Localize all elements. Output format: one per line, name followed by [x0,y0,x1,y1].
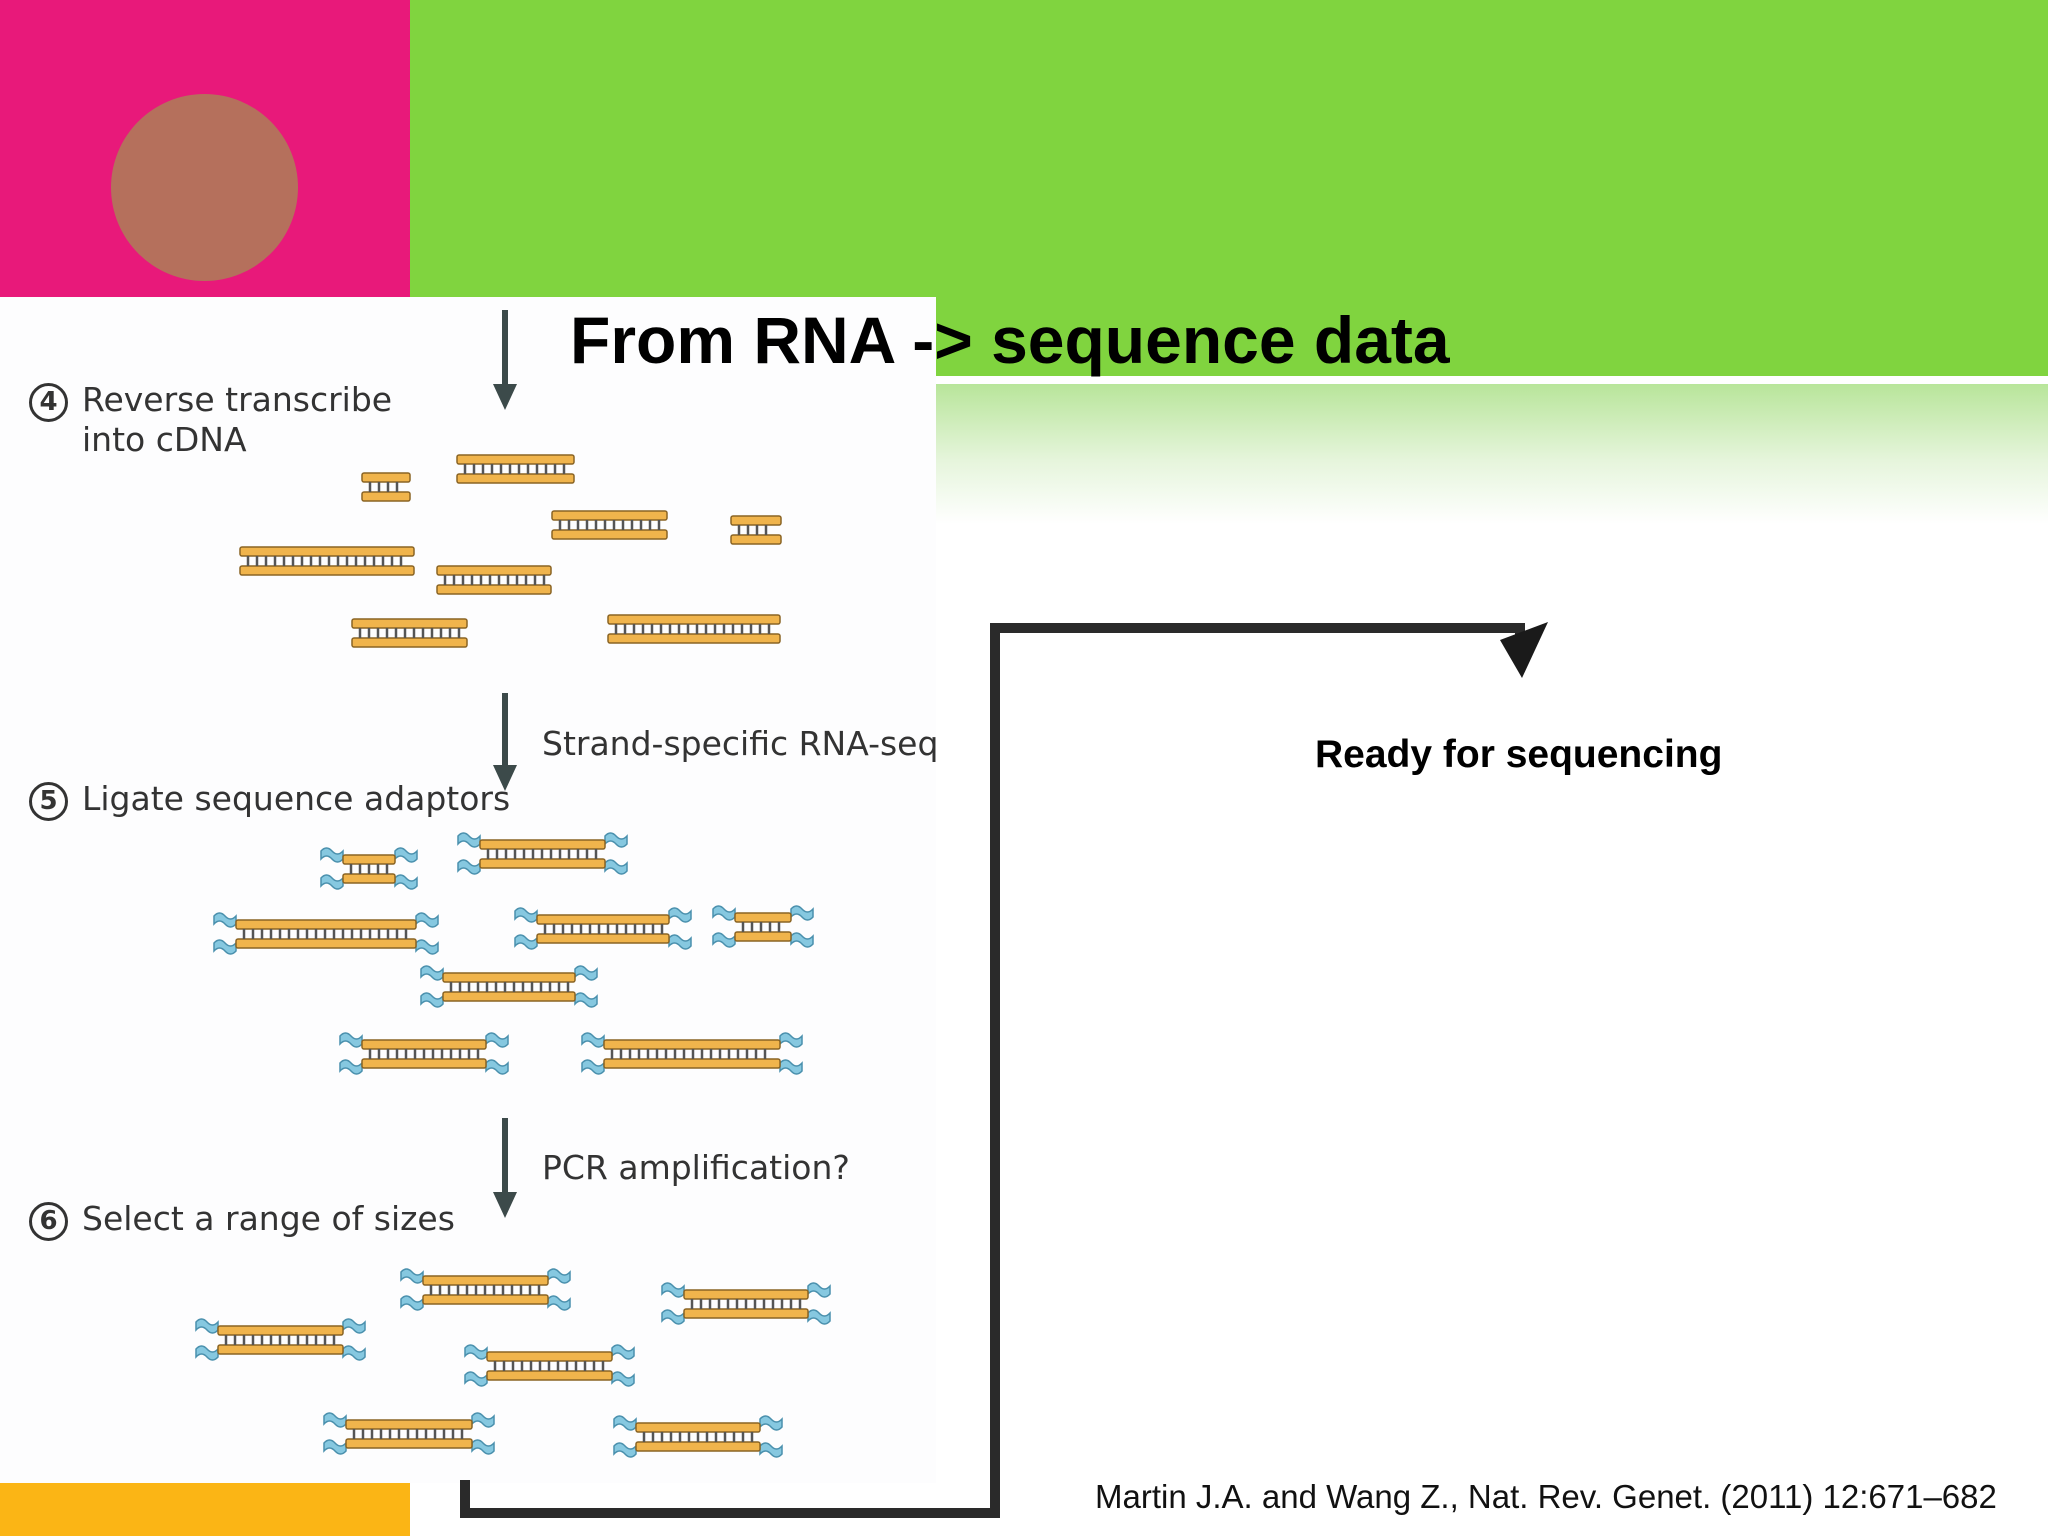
cdna-fragment-step4 [730,515,782,545]
cdna-fragment-step4 [361,472,411,502]
ready-for-sequencing-label: Ready for sequencing [1315,733,1723,776]
pcr-amplification-label: PCR amplification? [542,1148,850,1187]
step-5-label: Ligate sequence adaptors [82,779,511,818]
flow-connector-arrow [460,622,1548,1518]
size-selected-fragment-step6 [400,1268,571,1311]
cdna-fragment-step4 [456,454,575,484]
step-4-label-line2: into cDNA [82,420,247,459]
step-4-label-line1: Reverse transcribe [82,380,393,419]
green-gradient-fade [936,384,2048,524]
cdna-fragment-step4 [607,614,781,644]
adapted-fragment-step5 [213,912,439,955]
strand-specific-label: Strand-specific RNA-seq? [542,724,936,763]
adapted-fragment-step5 [457,832,628,875]
step-number-5: 5 [29,782,68,821]
step-number-4: 4 [29,383,68,422]
adapted-fragment-step5 [581,1032,803,1075]
down-arrow-step6 [493,1118,517,1218]
adapted-fragment-step5 [339,1032,509,1075]
size-selected-fragment-step6 [195,1318,366,1361]
size-selected-fragment-step6 [323,1412,495,1455]
cdna-fragment-step4 [436,565,552,595]
adapted-fragment-step5 [514,907,692,950]
adapted-fragment-step5 [420,965,598,1008]
step-6-label: Select a range of sizes [82,1199,455,1238]
citation-text: Martin J.A. and Wang Z., Nat. Rev. Genet… [1095,1478,1997,1515]
cdna-fragment-step4 [239,546,415,576]
down-arrow-step4 [493,310,517,410]
step-number-6: 6 [29,1202,68,1241]
size-selected-fragment-step6 [613,1415,783,1458]
header-divider-line [936,376,2048,384]
size-selected-fragment-step6 [661,1282,831,1325]
cdna-fragment-step4 [551,510,668,540]
decorative-circle [111,94,298,281]
slide-title: From RNA -> sequence data [570,303,1450,377]
yellow-footer-block [0,1483,410,1536]
adapted-fragment-step5 [320,847,418,890]
down-arrow-step5 [493,693,517,791]
adapted-fragment-step5 [712,905,814,948]
cdna-fragment-step4 [351,618,468,648]
size-selected-fragment-step6 [464,1344,635,1387]
